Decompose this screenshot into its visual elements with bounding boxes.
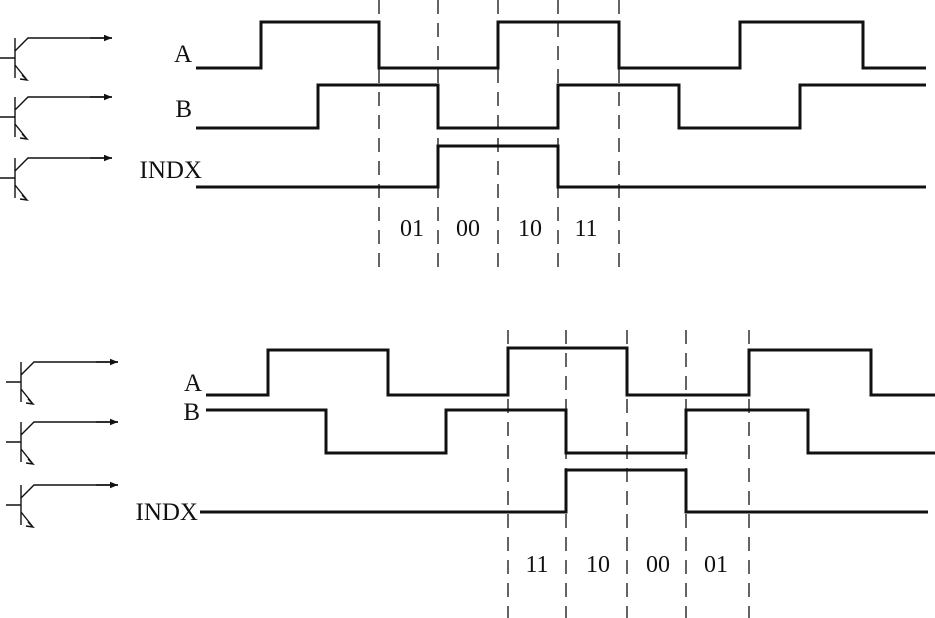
bottom-timing-panel: A B INDX 11 10 00 01 <box>6 330 935 618</box>
state-code: 10 <box>586 552 610 578</box>
signal-label-a: A <box>184 370 202 397</box>
state-code: 01 <box>704 552 728 578</box>
npn-transistor-icon <box>0 154 112 201</box>
waveform-indx <box>200 468 928 514</box>
waveform-a <box>206 346 935 397</box>
state-code: 10 <box>518 216 542 242</box>
signal-label-b: B <box>175 96 192 123</box>
signal-label-a: A <box>174 41 192 68</box>
signal-label-indx: INDX <box>140 157 203 184</box>
npn-transistor-icon <box>6 358 118 405</box>
waveform-a <box>196 20 926 70</box>
state-code: 01 <box>400 216 424 242</box>
state-code: 11 <box>525 552 548 578</box>
waveform-b <box>206 408 935 455</box>
signal-label-indx: INDX <box>136 499 199 526</box>
signal-label-b: B <box>183 399 200 426</box>
top-timing-panel: A B INDX 01 00 10 11 <box>0 0 926 268</box>
npn-transistor-icon <box>0 93 112 140</box>
state-code: 00 <box>646 552 670 578</box>
state-code: 11 <box>574 216 597 242</box>
npn-transistor-icon <box>0 34 112 81</box>
npn-transistor-icon <box>6 418 118 465</box>
waveform-indx <box>196 144 926 189</box>
state-code: 00 <box>456 216 480 242</box>
npn-transistor-icon <box>6 481 118 528</box>
waveform-b <box>196 83 926 130</box>
